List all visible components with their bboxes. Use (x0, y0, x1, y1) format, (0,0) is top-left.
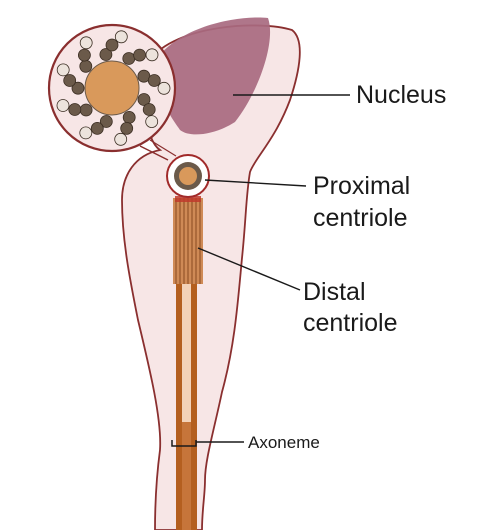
axoneme-label: Axoneme (248, 433, 320, 452)
distal-leader (197, 247, 301, 291)
microtubule-triplet (56, 63, 85, 95)
nucleus-shape (157, 17, 271, 135)
microtubule-triplet (99, 30, 128, 61)
proximal-leader (204, 179, 307, 187)
microtubule-triplet (114, 111, 136, 146)
proximal-label-line1: Proximal (313, 172, 410, 200)
distal-centriole (173, 196, 203, 284)
cell-body (121, 24, 301, 530)
microtubule-triplet (78, 36, 93, 73)
centriole-cross-section-magnified (47, 23, 177, 153)
zoom-connector-1 (139, 145, 169, 161)
nucleus-label: Nucleus (356, 81, 446, 109)
microtubule-triplet (137, 69, 171, 95)
axoneme-rail-right (191, 282, 197, 530)
microtubule-triplet (137, 93, 159, 128)
proximal-label-line2: centriole (313, 204, 408, 232)
proximal-centriole (166, 154, 210, 198)
zoom-connector-2 (149, 139, 177, 157)
distal-label-line1: Distal (303, 278, 366, 306)
axoneme-rail-left (176, 282, 182, 530)
distal-label-line2: centriole (303, 309, 398, 337)
axoneme-core-lower (182, 422, 191, 530)
microtubule-triplet (56, 99, 93, 117)
axoneme-core (182, 282, 191, 422)
microtubule-triplet (79, 115, 113, 140)
axoneme-bracket (171, 440, 197, 447)
microtubule-triplet (122, 48, 159, 65)
